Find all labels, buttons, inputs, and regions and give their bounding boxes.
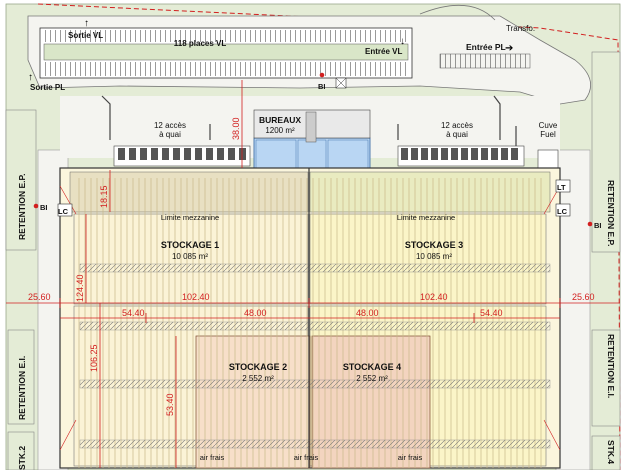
retention-ep-left <box>5 109 37 251</box>
dock-doors-right <box>401 148 518 160</box>
label-storage-3: STOCKAGE 3 <box>405 240 463 250</box>
fire-band-mid <box>79 321 551 331</box>
label-lc-left: LC <box>58 207 69 216</box>
label-storage-1-area: 10 085 m² <box>172 252 208 261</box>
label-lc-right: LC <box>557 207 568 216</box>
stk4-box <box>591 435 621 470</box>
dim-v-124: 124.40 <box>75 274 85 302</box>
label-storage-2-area: 2 552 m² <box>242 374 274 383</box>
lc-left-box <box>57 203 73 217</box>
retention-ep-right <box>591 51 621 253</box>
label-air-frais-2: air frais <box>294 453 319 462</box>
label-storage-2: STOCKAGE 2 <box>229 362 287 372</box>
dim-h-54-right: 54.40 <box>480 308 503 318</box>
label-stk4: STK.4 <box>606 440 616 464</box>
label-storage-4-area: 2 552 m² <box>356 374 388 383</box>
label-entree-vl: Entrée VL <box>365 47 402 56</box>
label-bi: BI <box>318 82 326 91</box>
label-offices-title: BUREAUX <box>259 115 301 125</box>
dimension-lines <box>6 80 620 468</box>
lc-right-box <box>555 203 571 217</box>
label-retention-ep-left: RETENTION E.P. <box>17 174 27 240</box>
dim-h-54-left: 54.40 <box>122 308 145 318</box>
lt-box <box>555 179 571 193</box>
dim-h-48-right: 48.00 <box>356 308 379 318</box>
arrow-right-icon: ➔ <box>505 43 513 54</box>
fire-band-top <box>79 263 551 273</box>
label-mezzanine-left: Limite mezzanine <box>161 213 219 222</box>
dim-h-102-right: 102.40 <box>420 292 448 302</box>
label-transfo: Transfo. <box>506 24 535 33</box>
retention-ei-right <box>591 329 621 427</box>
stk2-box <box>7 431 35 470</box>
label-sortie-vl: Sortie VL <box>68 31 103 40</box>
dim-v-38: 38.00 <box>231 117 241 140</box>
dim-h-total-left: 25.60 <box>28 292 51 302</box>
label-retention-ep-right: RETENTION E.P. <box>606 180 616 246</box>
label-air-frais-3: air frais <box>398 453 423 462</box>
dock-left <box>113 145 251 167</box>
side-road-right <box>555 149 591 470</box>
arrow-up-icon: ↑ <box>28 72 33 83</box>
retention-ei-left <box>7 329 35 425</box>
hydrant-icon <box>33 203 39 209</box>
label-storage-1: STOCKAGE 1 <box>161 240 219 250</box>
label-lt: LT <box>557 183 566 192</box>
fire-band-bottom <box>79 439 551 449</box>
dim-v-53: 53.40 <box>165 393 175 416</box>
dock-doors-left <box>118 148 246 160</box>
label-retention-ei-left: RETENTION E.I. <box>17 356 27 420</box>
dim-v-18: 18.15 <box>99 185 109 208</box>
dim-h-102-left: 102.40 <box>182 292 210 302</box>
label-vl-places: 118 places VL <box>174 39 227 48</box>
pl-parking <box>439 53 531 69</box>
dim-v-106: 106.25 <box>89 344 99 372</box>
fire-band-low <box>79 379 551 389</box>
label-storage-3-area: 10 085 m² <box>416 252 452 261</box>
lamp-posts <box>101 95 517 150</box>
label-sortie-pl: Sortie PL <box>30 83 65 92</box>
arrow-down-icon: ↓ <box>400 36 405 47</box>
label-entree-pl: Entrée PL <box>466 42 506 52</box>
dim-h-total-right: 25.60 <box>572 292 595 302</box>
label-bi-right: BI <box>594 221 602 230</box>
roundabout <box>419 4 496 21</box>
label-offices-area: 1200 m² <box>265 126 295 135</box>
label-retention-ei-right: RETENTION E.I. <box>606 334 616 398</box>
label-storage-4: STOCKAGE 4 <box>343 362 401 372</box>
hydrant-icon <box>587 221 593 227</box>
hydrant-icon <box>319 72 325 78</box>
label-bi-left: BI <box>40 203 48 212</box>
label-mezzanine-right: Limite mezzanine <box>397 213 455 222</box>
dim-h-48-left: 48.00 <box>244 308 267 318</box>
label-stk2: STK.2 <box>17 446 27 470</box>
label-air-frais-1: air frais <box>200 453 225 462</box>
arrow-up-icon: ↑ <box>84 18 89 29</box>
